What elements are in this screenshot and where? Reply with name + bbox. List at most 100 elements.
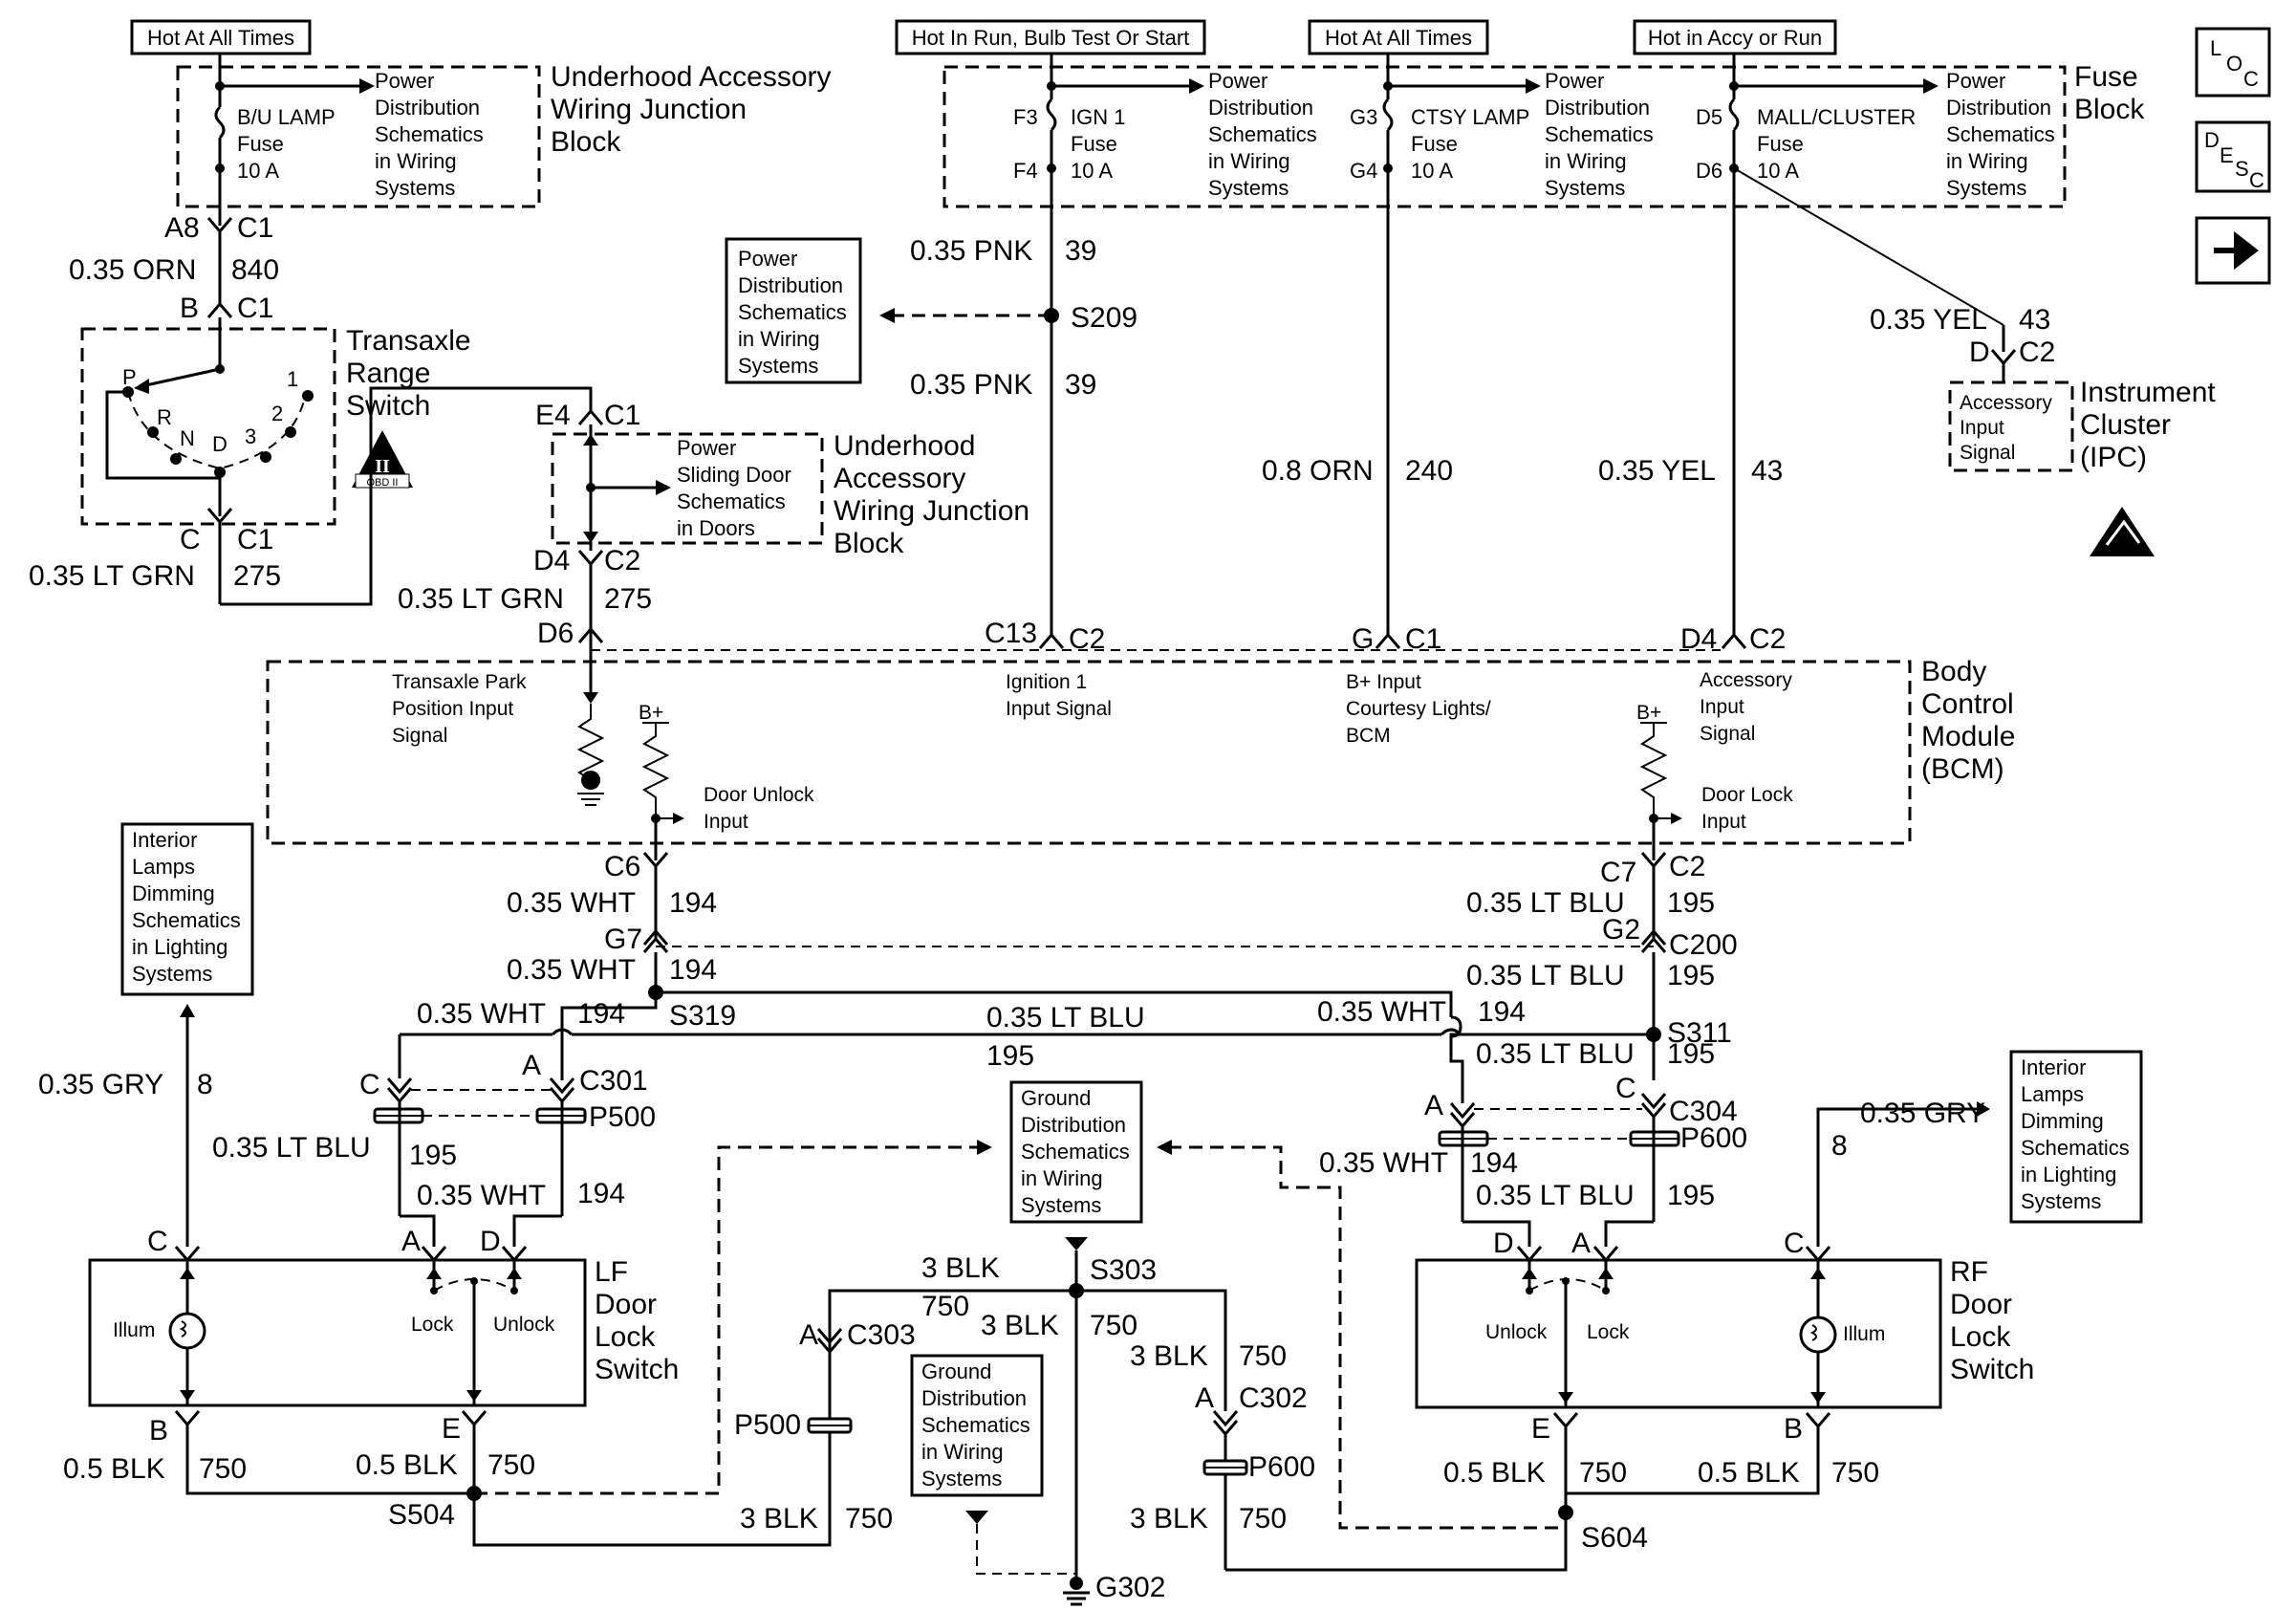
- svg-text:Dimming: Dimming: [2021, 1109, 2104, 1133]
- svg-text:OBD II: OBD II: [366, 477, 398, 489]
- svg-text:Fuse: Fuse: [237, 132, 284, 156]
- svg-text:S504: S504: [388, 1499, 455, 1531]
- svg-text:Fuse: Fuse: [1071, 132, 1117, 156]
- svg-text:Underhood Accessory: Underhood Accessory: [551, 61, 832, 93]
- svg-text:275: 275: [604, 583, 652, 615]
- svg-text:Lock: Lock: [1950, 1321, 2011, 1353]
- svg-text:C2: C2: [604, 545, 640, 577]
- svg-text:A8: A8: [164, 212, 200, 244]
- svg-text:1: 1: [287, 367, 298, 391]
- svg-text:194: 194: [1470, 1147, 1518, 1179]
- svg-text:E: E: [442, 1413, 461, 1445]
- svg-text:840: 840: [231, 254, 279, 286]
- svg-text:0.35 LT BLU: 0.35 LT BLU: [1476, 1038, 1635, 1070]
- svg-text:Ignition 1: Ignition 1: [1006, 671, 1087, 693]
- svg-text:0.35 WHT: 0.35 WHT: [1317, 996, 1446, 1028]
- svg-text:F3: F3: [1013, 105, 1038, 129]
- svg-text:Systems: Systems: [132, 962, 212, 986]
- svg-text:3 BLK: 3 BLK: [981, 1310, 1059, 1341]
- svg-text:(IPC): (IPC): [2080, 442, 2147, 473]
- svg-text:Schematics: Schematics: [1545, 122, 1654, 146]
- svg-text:Input: Input: [1700, 696, 1744, 718]
- ref-ground-distribution-2[interactable]: Ground Distribution Schematics in Wiring…: [910, 1354, 1044, 1497]
- svg-text:in Wiring: in Wiring: [921, 1440, 1004, 1464]
- bcm-bplus-input: B+ Input Courtesy Lights/ BCM: [1346, 671, 1491, 747]
- svg-text:275: 275: [233, 560, 281, 592]
- svg-text:Lock: Lock: [1587, 1321, 1630, 1343]
- svg-text:D: D: [1493, 1228, 1514, 1259]
- svg-text:B: B: [149, 1415, 168, 1447]
- svg-text:0.35 LT BLU: 0.35 LT BLU: [986, 1002, 1145, 1033]
- svg-text:Lamps: Lamps: [2021, 1082, 2084, 1106]
- ref-ground-distribution-1[interactable]: Ground Distribution Schematics in Wiring…: [1009, 1080, 1143, 1224]
- svg-text:Schematics: Schematics: [738, 300, 847, 324]
- svg-text:Accessory: Accessory: [834, 463, 965, 494]
- svg-text:C301: C301: [579, 1065, 648, 1097]
- svg-text:IGN 1: IGN 1: [1071, 105, 1125, 129]
- svg-text:BCM: BCM: [1346, 725, 1391, 747]
- svg-text:C: C: [359, 1069, 380, 1100]
- svg-text:in Wiring: in Wiring: [1208, 149, 1290, 173]
- svg-text:194: 194: [669, 954, 717, 986]
- svg-text:C: C: [1784, 1228, 1805, 1259]
- svg-text:A: A: [799, 1319, 818, 1351]
- svg-text:D6: D6: [1696, 159, 1722, 183]
- svg-text:Door: Door: [1950, 1289, 2012, 1320]
- svg-text:Fuse: Fuse: [1411, 132, 1458, 156]
- loc-icon[interactable]: L O C: [2195, 27, 2271, 98]
- svg-text:Illum: Illum: [113, 1319, 155, 1341]
- ref-power-distribution-5[interactable]: Power Distribution Schematics in Wiring …: [725, 237, 862, 384]
- svg-text:10 A: 10 A: [1757, 159, 1799, 183]
- svg-text:0.35 WHT: 0.35 WHT: [417, 1180, 546, 1211]
- svg-text:Distribution: Distribution: [1545, 96, 1650, 120]
- svg-text:C: C: [2243, 67, 2259, 91]
- svg-text:3 BLK: 3 BLK: [921, 1252, 1000, 1284]
- svg-text:Lock: Lock: [595, 1321, 656, 1353]
- bcm-accessory-input: Accessory Input Signal: [1700, 669, 1792, 745]
- svg-text:Unlock: Unlock: [493, 1314, 555, 1336]
- ref-interior-lamps-dimming-right[interactable]: Interior Lamps Dimming Schematics in Lig…: [2009, 1050, 2143, 1224]
- svg-text:Signal: Signal: [1960, 442, 2015, 464]
- supply-label-hot-at-all-times-1: Hot At All Times: [130, 19, 312, 55]
- svg-text:Systems: Systems: [2021, 1189, 2101, 1213]
- svg-text:0.35 GRY: 0.35 GRY: [38, 1069, 163, 1100]
- svg-text:3: 3: [245, 424, 256, 448]
- next-arrow-icon[interactable]: [2195, 216, 2271, 285]
- svg-text:A: A: [1571, 1228, 1591, 1259]
- svg-text:S604: S604: [1581, 1522, 1648, 1554]
- svg-text:10 A: 10 A: [1411, 159, 1453, 183]
- svg-text:E4: E4: [535, 400, 571, 431]
- ref-interior-lamps-dimming-left[interactable]: Interior Lamps Dimming Schematics in Lig…: [120, 822, 254, 996]
- svg-text:0.35 WHT: 0.35 WHT: [1319, 1147, 1448, 1179]
- svg-text:43: 43: [1751, 455, 1783, 487]
- svg-text:B+ Input: B+ Input: [1346, 671, 1421, 693]
- svg-text:Distribution: Distribution: [1208, 96, 1313, 120]
- svg-text:0.35 PNK: 0.35 PNK: [910, 235, 1032, 267]
- svg-text:Hot In Run, Bulb Test Or Start: Hot In Run, Bulb Test Or Start: [912, 26, 1190, 50]
- svg-text:Fuse: Fuse: [2074, 61, 2138, 93]
- svg-text:Schematics: Schematics: [375, 122, 484, 146]
- svg-text:0.35 WHT: 0.35 WHT: [507, 887, 636, 919]
- desc-icon[interactable]: D E S C: [2195, 120, 2271, 193]
- svg-text:Door Unlock: Door Unlock: [704, 784, 814, 806]
- svg-text:Input: Input: [704, 811, 748, 833]
- svg-text:0.5 BLK: 0.5 BLK: [1698, 1457, 1800, 1489]
- svg-text:S209: S209: [1071, 302, 1137, 334]
- svg-text:LF: LF: [595, 1256, 628, 1288]
- svg-text:Block: Block: [2074, 94, 2145, 125]
- svg-text:Schematics: Schematics: [921, 1413, 1030, 1437]
- svg-text:750: 750: [199, 1453, 247, 1485]
- svg-text:C6: C6: [604, 851, 640, 882]
- svg-text:Unlock: Unlock: [1485, 1321, 1548, 1343]
- svg-text:A: A: [1424, 1090, 1443, 1121]
- svg-text:G7: G7: [604, 924, 642, 955]
- svg-text:Signal: Signal: [1700, 723, 1755, 745]
- svg-text:B: B: [1784, 1413, 1803, 1445]
- svg-text:Transaxle: Transaxle: [346, 325, 471, 357]
- svg-text:750: 750: [921, 1291, 969, 1322]
- svg-text:Ground: Ground: [921, 1360, 991, 1383]
- svg-text:C2: C2: [2019, 337, 2055, 368]
- svg-text:2: 2: [271, 402, 283, 425]
- rf-door-lock-switch: RF Door Lock Switch: [1415, 1256, 2034, 1409]
- supply-label-hot-at-all-times-2: Hot At All Times: [1308, 19, 1489, 55]
